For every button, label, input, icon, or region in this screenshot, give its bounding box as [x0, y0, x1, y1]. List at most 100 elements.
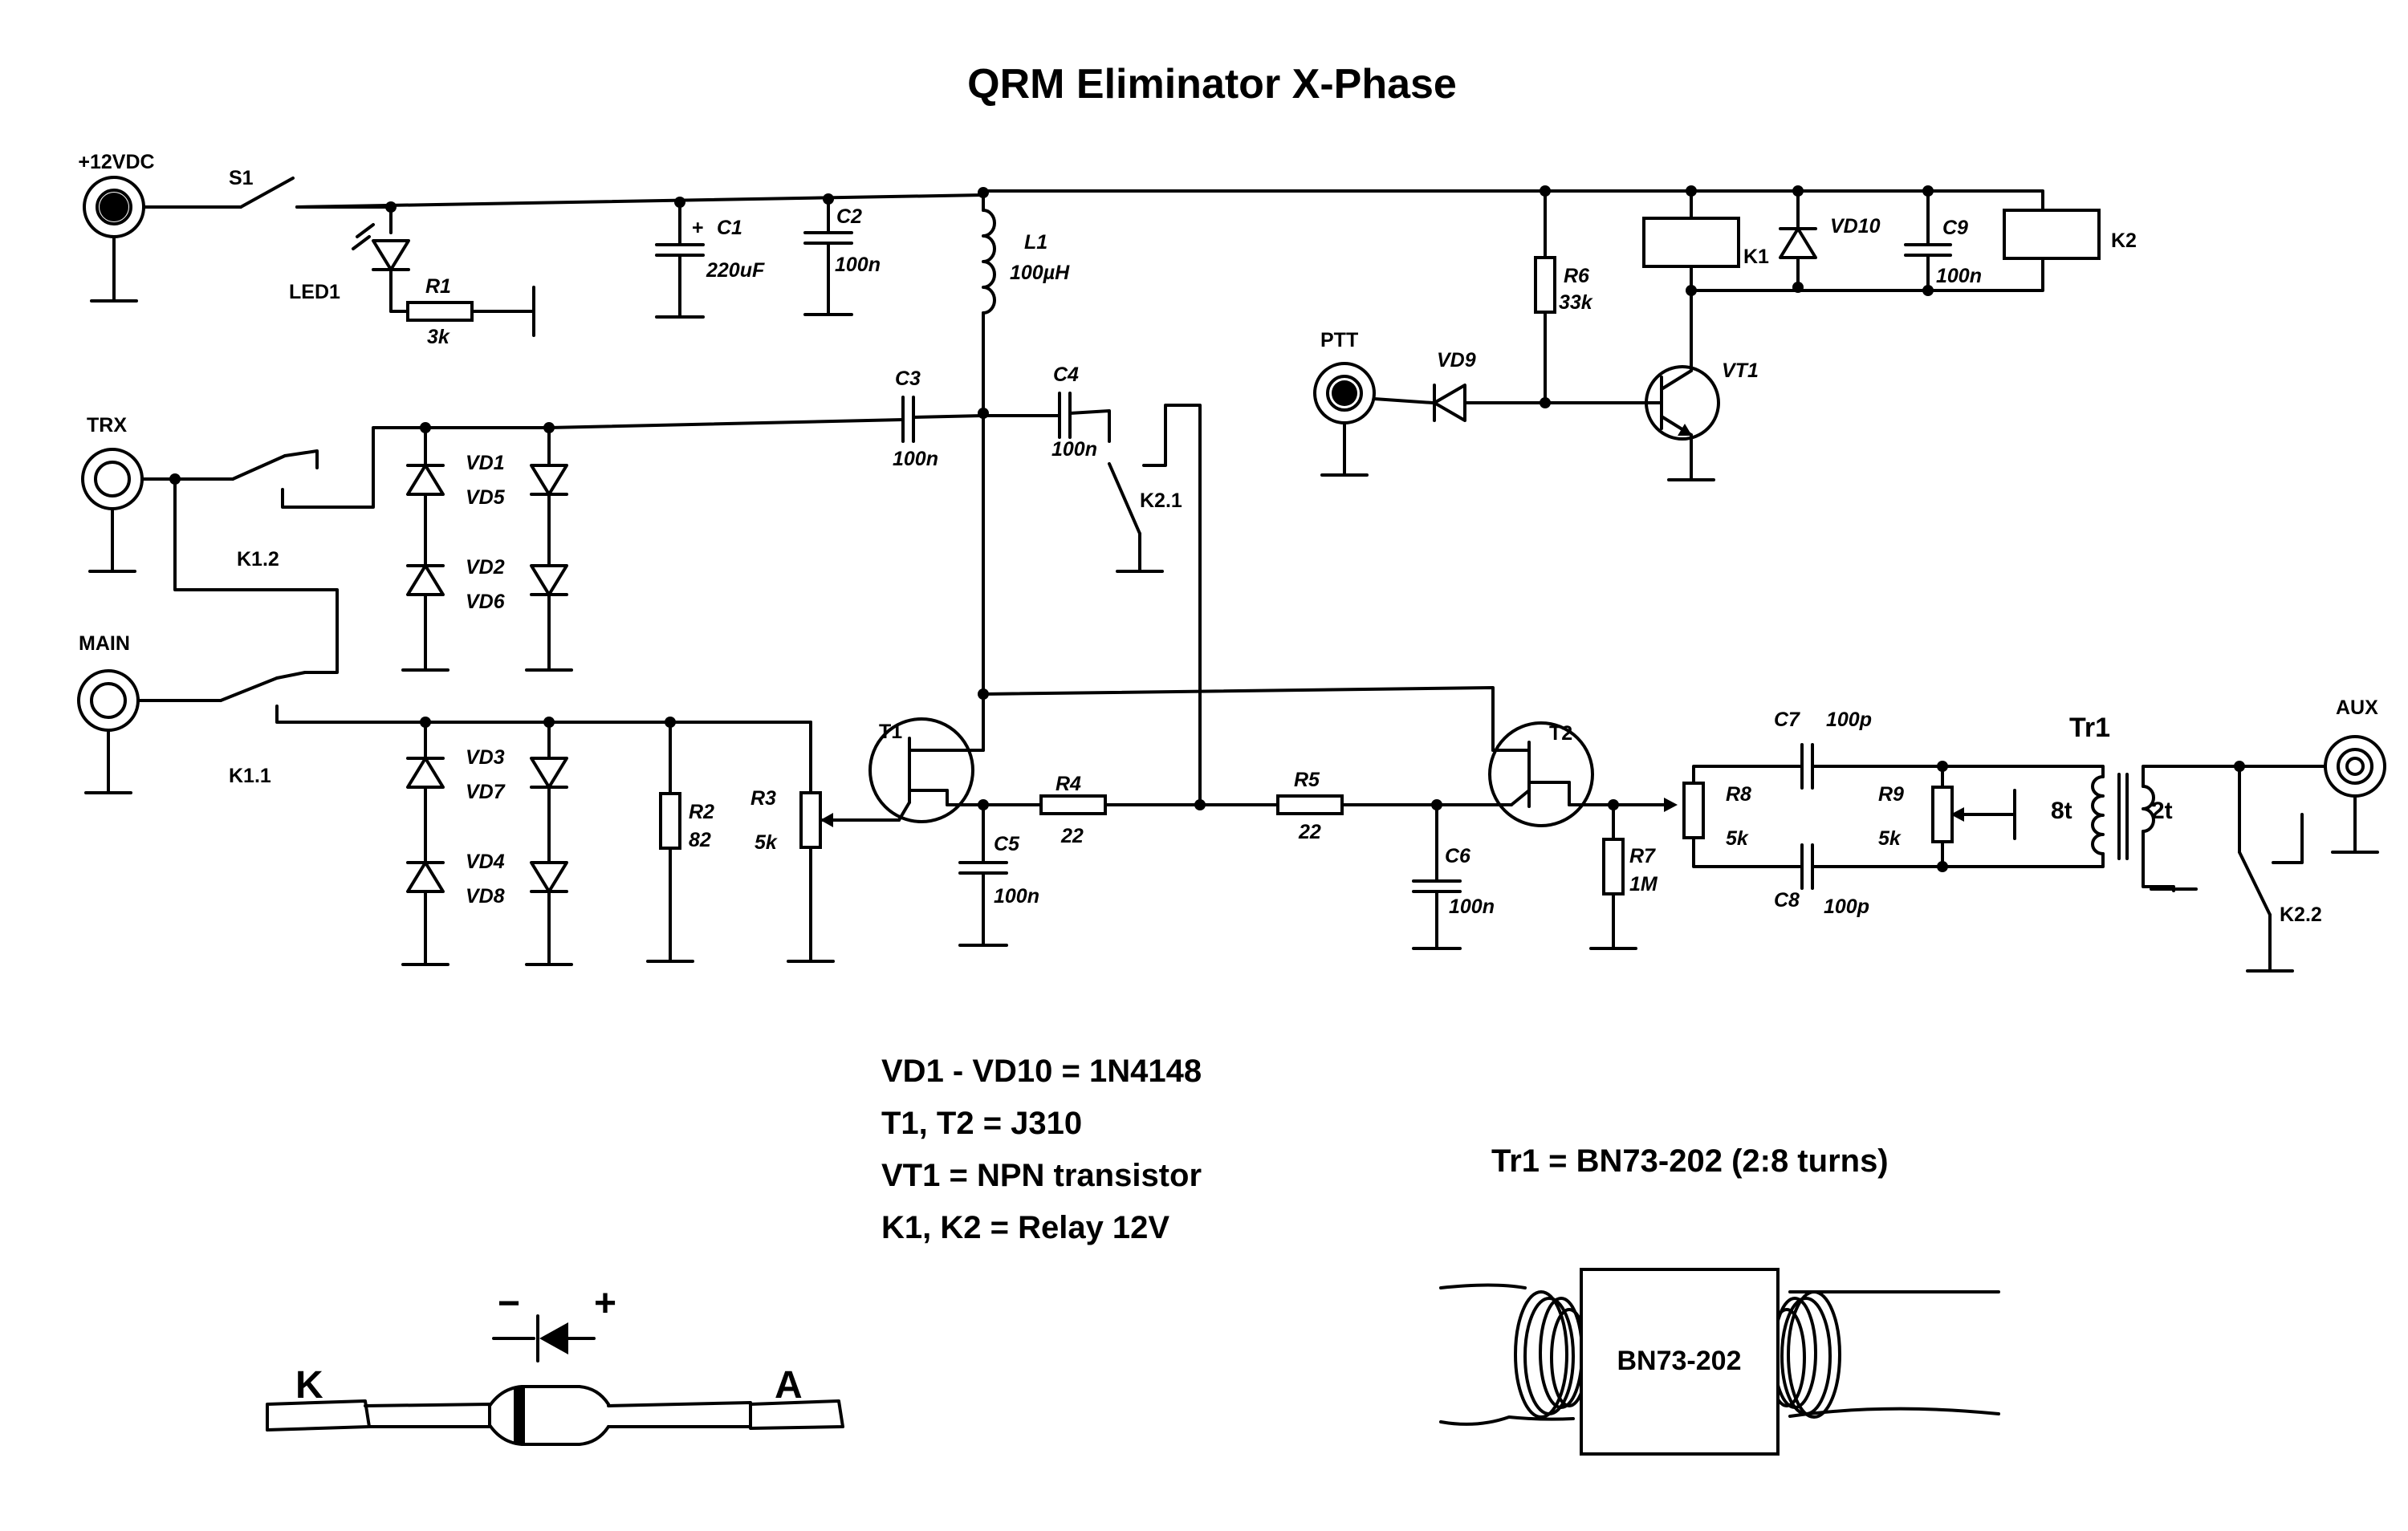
- tr1-primary: 8t: [2051, 798, 2072, 824]
- c8-ref: C8: [1774, 889, 1800, 912]
- diode-minus: −: [498, 1282, 520, 1325]
- c6-ref: C6: [1445, 845, 1471, 867]
- vd10-diode: VD10: [1779, 185, 1881, 289]
- ptt-label: PTT: [1320, 329, 1358, 351]
- r5-ref: R5: [1294, 769, 1320, 791]
- t2-jfet: T2: [1435, 721, 1615, 827]
- c7-capacitor: C7 100p: [1774, 709, 2052, 790]
- power-label: +12VDC: [78, 151, 154, 173]
- s1-switch: S1: [229, 167, 395, 209]
- k1-1-label: K1.1: [229, 765, 271, 787]
- upper-limiter: VD1 VD5 VD2 VD6: [401, 422, 573, 672]
- vd4-label: VD4: [466, 851, 505, 873]
- r6-value: 33k: [1559, 291, 1593, 314]
- r8-ref: R8: [1726, 783, 1751, 806]
- k1-2-contact: K1.2: [231, 426, 551, 571]
- c4-value: 100n: [1051, 438, 1097, 461]
- r6-ref: R6: [1564, 265, 1590, 287]
- vd1-label: VD1: [466, 452, 505, 474]
- trx-label: TRX: [87, 414, 127, 437]
- k2-2-label: K2.2: [2280, 904, 2322, 926]
- k1-relay-coil: K1: [1642, 185, 1769, 303]
- tr1-note: Tr1 = BN73-202 (2:8 turns): [1491, 1143, 1889, 1179]
- c8-value: 100p: [1824, 895, 1869, 918]
- tr1-transformer: Tr1 8t 2t: [2049, 713, 2241, 892]
- l1-ref: L1: [1024, 231, 1047, 254]
- note-3: VT1 = NPN transistor: [881, 1158, 1202, 1193]
- c8-capacitor: C8 100p: [1774, 843, 2052, 918]
- vd10-label: VD10: [1830, 215, 1881, 238]
- c2-ref: C2: [836, 205, 862, 228]
- anode-label: A: [775, 1364, 803, 1407]
- c9-capacitor: C9 100n: [1904, 185, 1982, 292]
- c1-ref: C1: [717, 217, 742, 239]
- c2-capacitor: C2 100n: [803, 193, 881, 316]
- c1-value: 220uF: [706, 259, 765, 282]
- c3-capacitor: C3 100n: [547, 368, 985, 470]
- l1-value: 100µH: [1010, 262, 1070, 284]
- k1-label: K1: [1743, 246, 1769, 268]
- c3-value: 100n: [893, 448, 938, 470]
- c4-ref: C4: [1053, 363, 1079, 386]
- c4-capacitor: C4 100n: [982, 363, 1111, 461]
- r5-value: 22: [1298, 821, 1321, 843]
- diode-drawing: K A − +: [266, 1282, 844, 1446]
- t1-jfet: T1: [868, 717, 985, 823]
- r1-ref: R1: [425, 275, 451, 298]
- aux-label: AUX: [2336, 696, 2378, 719]
- vt1-label: VT1: [1722, 359, 1759, 382]
- vd5-label: VD5: [466, 486, 506, 509]
- c7-value: 100p: [1826, 709, 1872, 731]
- r2-value: 82: [689, 829, 711, 851]
- c6-value: 100n: [1449, 895, 1495, 918]
- r7-resistor: R7 1M: [1589, 799, 1658, 950]
- k2-2-contact: K2.2: [2234, 761, 2322, 973]
- r7-value: 1M: [1629, 873, 1658, 895]
- ptt-connector: PTT: [1313, 329, 1376, 477]
- r2-ref: R2: [689, 801, 714, 823]
- c9-ref: C9: [1942, 217, 1968, 239]
- s1-label: S1: [229, 167, 254, 189]
- note-2: T1, T2 = J310: [881, 1106, 1082, 1141]
- vd8-label: VD8: [466, 885, 505, 908]
- vd3-label: VD3: [466, 746, 505, 769]
- r1-resistor: R1 3k: [389, 275, 535, 348]
- c5-ref: C5: [994, 833, 1020, 855]
- led1-label: LED1: [289, 281, 340, 303]
- r2-resistor: R2 82: [646, 717, 714, 963]
- vd9-diode: VD9: [1373, 349, 1651, 422]
- parts-notes: VD1 - VD10 = 1N4148 T1, T2 = J310 VT1 = …: [881, 1054, 1202, 1245]
- power-connector: +12VDC: [78, 151, 155, 303]
- k2-1-contact: K2.1: [1108, 404, 1202, 806]
- aux-connector: AUX: [2238, 696, 2386, 854]
- k1-2-label: K1.2: [237, 548, 279, 571]
- led1: LED1: [289, 201, 410, 313]
- note-4: K1, K2 = Relay 12V: [881, 1210, 1169, 1245]
- t1-label: T1: [879, 721, 902, 743]
- r7-ref: R7: [1629, 845, 1656, 867]
- c2-value: 100n: [835, 254, 881, 276]
- vd7-label: VD7: [466, 781, 506, 803]
- r6-resistor: R6 33k: [1534, 185, 1593, 404]
- trx-connector: TRX: [81, 414, 144, 573]
- c1-capacitor: + C1 220uF: [655, 197, 765, 319]
- r4-ref: R4: [1056, 773, 1081, 795]
- core-label: BN73-202: [1617, 1346, 1742, 1376]
- diode-plus: +: [594, 1282, 616, 1325]
- r1-value: 3k: [427, 326, 450, 348]
- r3-ref: R3: [750, 787, 776, 810]
- r3-potentiometer: R3 5k: [750, 721, 875, 963]
- tr1-ref: Tr1: [2069, 713, 2110, 743]
- r8-potentiometer: R8 5k: [1612, 765, 1804, 868]
- vt1-transistor: VT1: [1645, 299, 1759, 481]
- k2-relay-coil: K2: [1690, 189, 2137, 292]
- r9-value: 5k: [1878, 827, 1902, 850]
- c5-value: 100n: [994, 885, 1039, 908]
- vd6-label: VD6: [466, 591, 506, 613]
- c9-value: 100n: [1936, 265, 1982, 287]
- l1-inductor: L1 100µH: [978, 187, 1070, 411]
- r4-resistor: R4 22: [982, 773, 1202, 847]
- c5-capacitor: C5 100n: [958, 799, 1039, 947]
